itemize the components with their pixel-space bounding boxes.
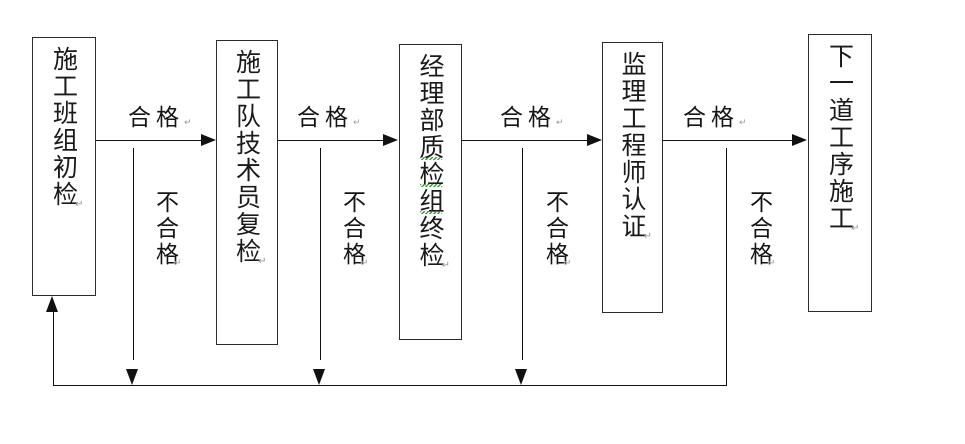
pass-connector-2 (278, 140, 383, 141)
pass-connector-1 (96, 140, 202, 141)
fail-arrowhead-3 (515, 369, 527, 385)
pilcrow-mark: ↵ (173, 257, 185, 269)
pass-arrowhead-4 (792, 134, 807, 146)
pilcrow-mark: ↵ (75, 199, 86, 210)
fail-connector-1 (133, 148, 134, 360)
pilcrow-mark: ↵ (360, 257, 372, 269)
process-box-4-label: 监理工程师认证↵ (618, 51, 654, 242)
process-box-2-label: 施工队技术员复检↵ (232, 49, 269, 267)
pilcrow-mark: ↵ (353, 118, 361, 128)
pass-label-2: 合格↵ (297, 105, 361, 131)
fail-label-3: 不合格↵ (541, 190, 575, 269)
process-box-1[interactable]: 施工班组初检↵ (32, 37, 96, 296)
pass-arrowhead-3 (587, 134, 602, 146)
pass-arrowhead-1 (201, 134, 216, 146)
process-box-5-label: 下一道工序施工↵ (825, 43, 862, 234)
fail-connector-4 (726, 148, 727, 386)
pass-label-1: 合格↵ (128, 105, 192, 131)
process-box-4[interactable]: 监理工程师认证↵ (602, 42, 663, 313)
fail-label-2: 不合格↵ (338, 190, 372, 269)
return-bus-line (53, 385, 727, 386)
process-box-5[interactable]: 下一道工序施工↵ (808, 34, 872, 312)
pass-connector-3 (462, 140, 587, 141)
pilcrow-mark: ↵ (739, 118, 747, 128)
fail-label-4: 不合格↵ (745, 190, 779, 269)
pilcrow-mark: ↵ (643, 231, 654, 242)
pilcrow-mark: ↵ (184, 118, 192, 128)
pilcrow-mark: ↵ (556, 118, 564, 128)
process-box-3[interactable]: 经理部质检组终检↵ (399, 44, 462, 340)
pilcrow-mark: ↵ (441, 260, 452, 271)
return-arrowhead (46, 296, 58, 312)
process-box-2[interactable]: 施工队技术员复检↵ (216, 40, 278, 345)
fail-label-1: 不合格↵ (151, 190, 185, 269)
process-box-1-label: 施工班组初检↵ (49, 46, 86, 210)
pilcrow-mark: ↵ (851, 223, 862, 234)
fail-arrowhead-1 (126, 369, 138, 385)
fail-connector-2 (320, 148, 321, 360)
pass-arrowhead-2 (383, 134, 398, 146)
pilcrow-mark: ↵ (258, 256, 269, 267)
pass-label-3: 合格↵ (500, 105, 564, 131)
pass-connector-4 (663, 140, 792, 141)
fail-arrowhead-2 (313, 369, 325, 385)
pass-label-4: 合格↵ (683, 105, 747, 131)
return-riser-line (53, 311, 54, 386)
process-box-3-label: 经理部质检组终检↵ (416, 53, 452, 271)
fail-connector-3 (522, 148, 523, 360)
pilcrow-mark: ↵ (563, 257, 575, 269)
pilcrow-mark: ↵ (767, 257, 779, 269)
